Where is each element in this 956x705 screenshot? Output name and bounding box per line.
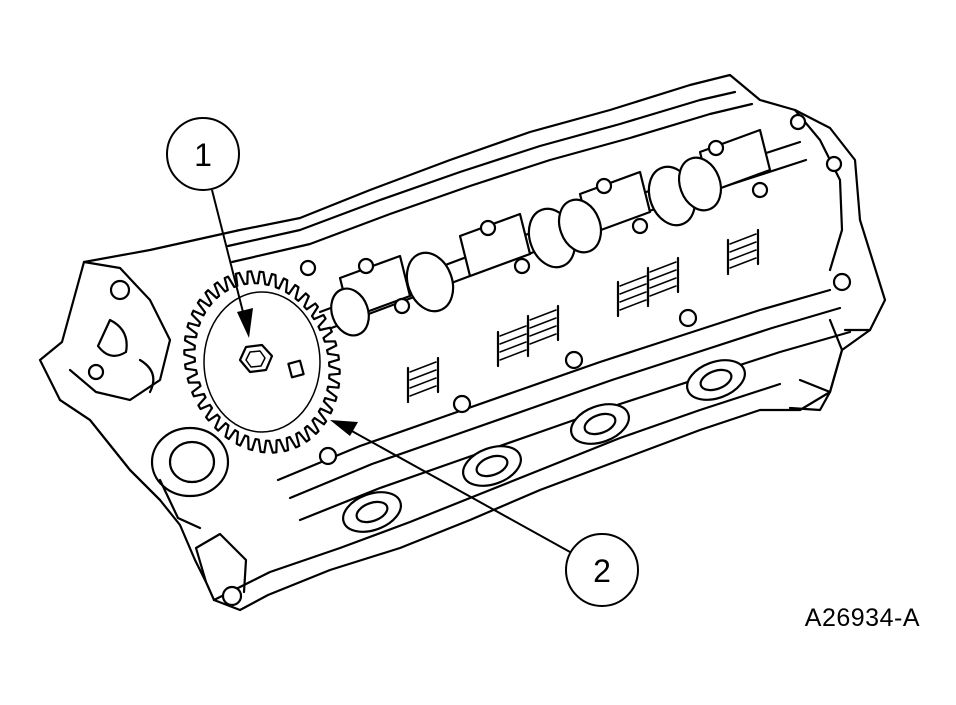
sprocket-bolt <box>238 343 274 374</box>
camshaft <box>299 113 843 337</box>
camshaft-sprocket <box>183 270 341 454</box>
callout-2-arrowhead <box>330 420 358 436</box>
exhaust-ports <box>318 308 746 533</box>
callout-1-number: 1 <box>194 137 212 173</box>
callout-1-circle <box>166 117 240 191</box>
end-bolts <box>299 113 843 277</box>
journal-cap <box>458 212 532 278</box>
callout-2: 2 <box>330 420 639 607</box>
valve-spring <box>646 256 680 304</box>
sprocket-key <box>287 359 305 379</box>
callout-2-number: 2 <box>593 553 611 589</box>
valve-spring <box>726 228 760 276</box>
callout-1-arrowhead <box>237 308 253 338</box>
valve-springs <box>406 228 760 404</box>
figure-id: A26934-A <box>804 604 920 632</box>
callout-2-leader <box>349 429 571 553</box>
callout-1: 1 <box>166 117 253 338</box>
valve-spring <box>406 356 440 404</box>
callout-1-leader <box>211 189 245 317</box>
callout-2-circle <box>565 533 639 607</box>
valve-spring <box>526 304 560 352</box>
